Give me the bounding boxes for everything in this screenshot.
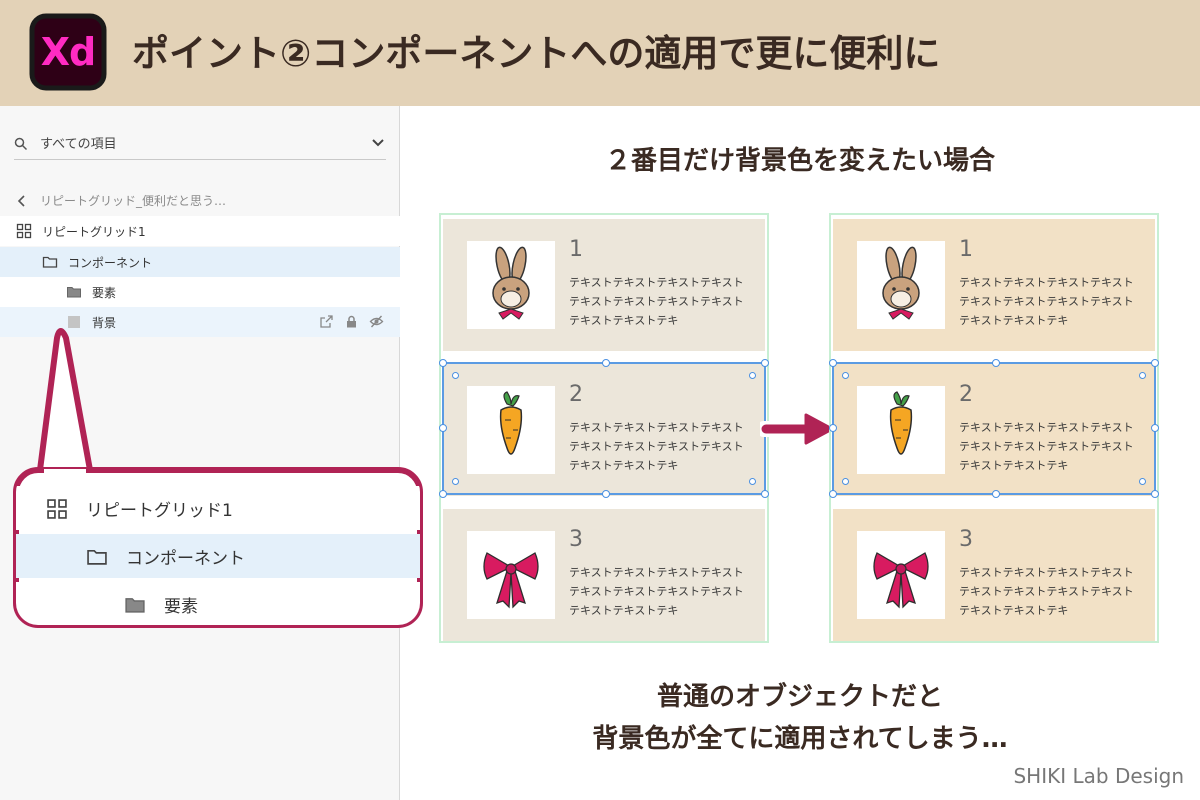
arrow-right-icon bbox=[760, 404, 838, 454]
external-link-icon[interactable] bbox=[319, 314, 334, 329]
corner-radius-handle[interactable] bbox=[452, 372, 459, 379]
page-title: ポイント②コンポーネントへの適用で更に便利に bbox=[132, 32, 941, 75]
layer-actions bbox=[319, 314, 384, 330]
card-text: テキストテキストテキストテキストテキストテキストテキストテキストテキストテキスト… bbox=[569, 566, 744, 617]
search-icon bbox=[14, 136, 28, 151]
grid-card-selected[interactable]: 2 テキストテキストテキストテキストテキストテキストテキストテキストテキストテキ… bbox=[833, 364, 1155, 496]
ribbon-illustration bbox=[467, 531, 555, 619]
resize-handle[interactable] bbox=[829, 424, 837, 432]
resize-handle[interactable] bbox=[602, 359, 610, 367]
callout-item-elements: 要素 bbox=[16, 582, 420, 625]
breadcrumb-back[interactable]: リピートグリッド_便利だと思う… bbox=[14, 188, 386, 212]
rabbit-illustration bbox=[467, 241, 555, 329]
resize-handle[interactable] bbox=[439, 424, 447, 432]
carrot-illustration bbox=[467, 386, 555, 474]
corner-radius-handle[interactable] bbox=[749, 372, 756, 379]
layer-label: リピートグリッド1 bbox=[42, 225, 146, 239]
chevron-down-icon[interactable] bbox=[370, 134, 386, 150]
folder-outline-icon bbox=[86, 546, 108, 568]
corner-radius-handle[interactable] bbox=[1139, 372, 1146, 379]
card-number: 2 bbox=[959, 382, 973, 407]
callout-item-component: コンポーネント bbox=[16, 534, 420, 578]
layer-item-component[interactable]: コンポーネント bbox=[0, 247, 400, 277]
card-number: 1 bbox=[569, 237, 583, 262]
grid-card[interactable]: 1 テキストテキストテキストテキストテキストテキストテキストテキストテキストテキ… bbox=[833, 219, 1155, 351]
resize-handle[interactable] bbox=[761, 490, 769, 498]
resize-handle[interactable] bbox=[1151, 490, 1159, 498]
credit-text: SHIKI Lab Design bbox=[1013, 764, 1184, 788]
section-subtitle: ２番目だけ背景色を変えたい場合 bbox=[604, 146, 995, 176]
search-input[interactable]: すべての項目 bbox=[40, 137, 117, 152]
grid-card[interactable]: 3 テキストテキストテキストテキストテキストテキストテキストテキストテキストテキ… bbox=[443, 509, 765, 641]
carrot-illustration bbox=[857, 386, 945, 474]
resize-handle[interactable] bbox=[1151, 424, 1159, 432]
rabbit-illustration bbox=[857, 241, 945, 329]
layer-label: 要素 bbox=[92, 286, 117, 300]
folder-filled-icon bbox=[124, 594, 146, 616]
layer-item-background[interactable]: 背景 bbox=[0, 307, 400, 337]
resize-handle[interactable] bbox=[761, 359, 769, 367]
grid-card[interactable]: 1 テキストテキストテキストテキストテキストテキストテキストテキストテキストテキ… bbox=[443, 219, 765, 351]
corner-radius-handle[interactable] bbox=[749, 478, 756, 485]
card-number: 3 bbox=[569, 527, 583, 552]
callout-label: 要素 bbox=[164, 597, 198, 617]
xd-logo-text: Xd bbox=[40, 30, 97, 74]
layers-search[interactable]: すべての項目 bbox=[14, 130, 386, 160]
layer-item-elements[interactable]: 要素 bbox=[0, 277, 400, 307]
resize-handle[interactable] bbox=[829, 359, 837, 367]
folder-outline-icon bbox=[42, 254, 58, 270]
adobe-xd-logo: Xd bbox=[28, 12, 108, 92]
resize-handle[interactable] bbox=[992, 359, 1000, 367]
card-text: テキストテキストテキストテキストテキストテキストテキストテキストテキストテキスト… bbox=[959, 276, 1134, 327]
card-text: テキストテキストテキストテキストテキストテキストテキストテキストテキストテキスト… bbox=[959, 566, 1134, 617]
layer-label: コンポーネント bbox=[68, 256, 153, 270]
corner-radius-handle[interactable] bbox=[842, 372, 849, 379]
layers-panel: すべての項目 リピートグリッド_便利だと思う… リピートグリッド1 コンポーネン… bbox=[0, 106, 400, 800]
corner-radius-handle[interactable] bbox=[1139, 478, 1146, 485]
repeat-grid-after: 1 テキストテキストテキストテキストテキストテキストテキストテキストテキストテキ… bbox=[829, 213, 1159, 643]
card-text: テキストテキストテキストテキストテキストテキストテキストテキストテキストテキスト… bbox=[569, 276, 744, 327]
resize-handle[interactable] bbox=[439, 490, 447, 498]
grid-card-selected[interactable]: 2 テキストテキストテキストテキストテキストテキストテキストテキストテキストテキ… bbox=[443, 364, 765, 496]
resize-handle[interactable] bbox=[829, 490, 837, 498]
corner-radius-handle[interactable] bbox=[452, 478, 459, 485]
layer-label: 背景 bbox=[92, 316, 117, 330]
eye-off-icon[interactable] bbox=[369, 314, 384, 329]
repeat-grid-icon bbox=[16, 223, 32, 239]
caption-line-2: 背景色が全てに適用されてしまう… bbox=[592, 724, 1008, 754]
folder-filled-icon bbox=[66, 284, 82, 300]
resize-handle[interactable] bbox=[992, 490, 1000, 498]
resize-handle[interactable] bbox=[602, 490, 610, 498]
adobe-xd-icon bbox=[29, 13, 107, 91]
header-banner: Xd ポイント②コンポーネントへの適用で更に便利に bbox=[0, 0, 1200, 106]
callout-item-repeat-grid: リピートグリッド1 bbox=[16, 486, 420, 530]
resize-handle[interactable] bbox=[439, 359, 447, 367]
layer-item-repeat-grid[interactable]: リピートグリッド1 bbox=[0, 216, 400, 246]
breadcrumb-label: リピートグリッド_便利だと思う… bbox=[40, 194, 227, 208]
corner-radius-handle[interactable] bbox=[842, 478, 849, 485]
grid-card[interactable]: 3 テキストテキストテキストテキストテキストテキストテキストテキストテキストテキ… bbox=[833, 509, 1155, 641]
selection-box-left bbox=[439, 359, 769, 498]
card-number: 1 bbox=[959, 237, 973, 262]
rectangle-icon bbox=[66, 314, 82, 330]
ribbon-illustration bbox=[857, 531, 945, 619]
chevron-left-icon[interactable] bbox=[16, 193, 28, 207]
caption-line-1: 普通のオブジェクトだと bbox=[656, 682, 943, 712]
card-text: テキストテキストテキストテキストテキストテキストテキストテキストテキストテキスト… bbox=[959, 421, 1134, 472]
card-number: 2 bbox=[569, 382, 583, 407]
lock-icon[interactable] bbox=[344, 314, 359, 329]
card-number: 3 bbox=[959, 527, 973, 552]
selection-box-right bbox=[829, 359, 1159, 498]
card-text: テキストテキストテキストテキストテキストテキストテキストテキストテキストテキスト… bbox=[569, 421, 744, 472]
callout-label: コンポーネント bbox=[126, 549, 245, 569]
repeat-grid-icon bbox=[46, 498, 68, 520]
callout-zoom: リピートグリッド1 コンポーネント 要素 bbox=[16, 470, 420, 625]
callout-label: リピートグリッド1 bbox=[86, 501, 233, 521]
resize-handle[interactable] bbox=[1151, 359, 1159, 367]
